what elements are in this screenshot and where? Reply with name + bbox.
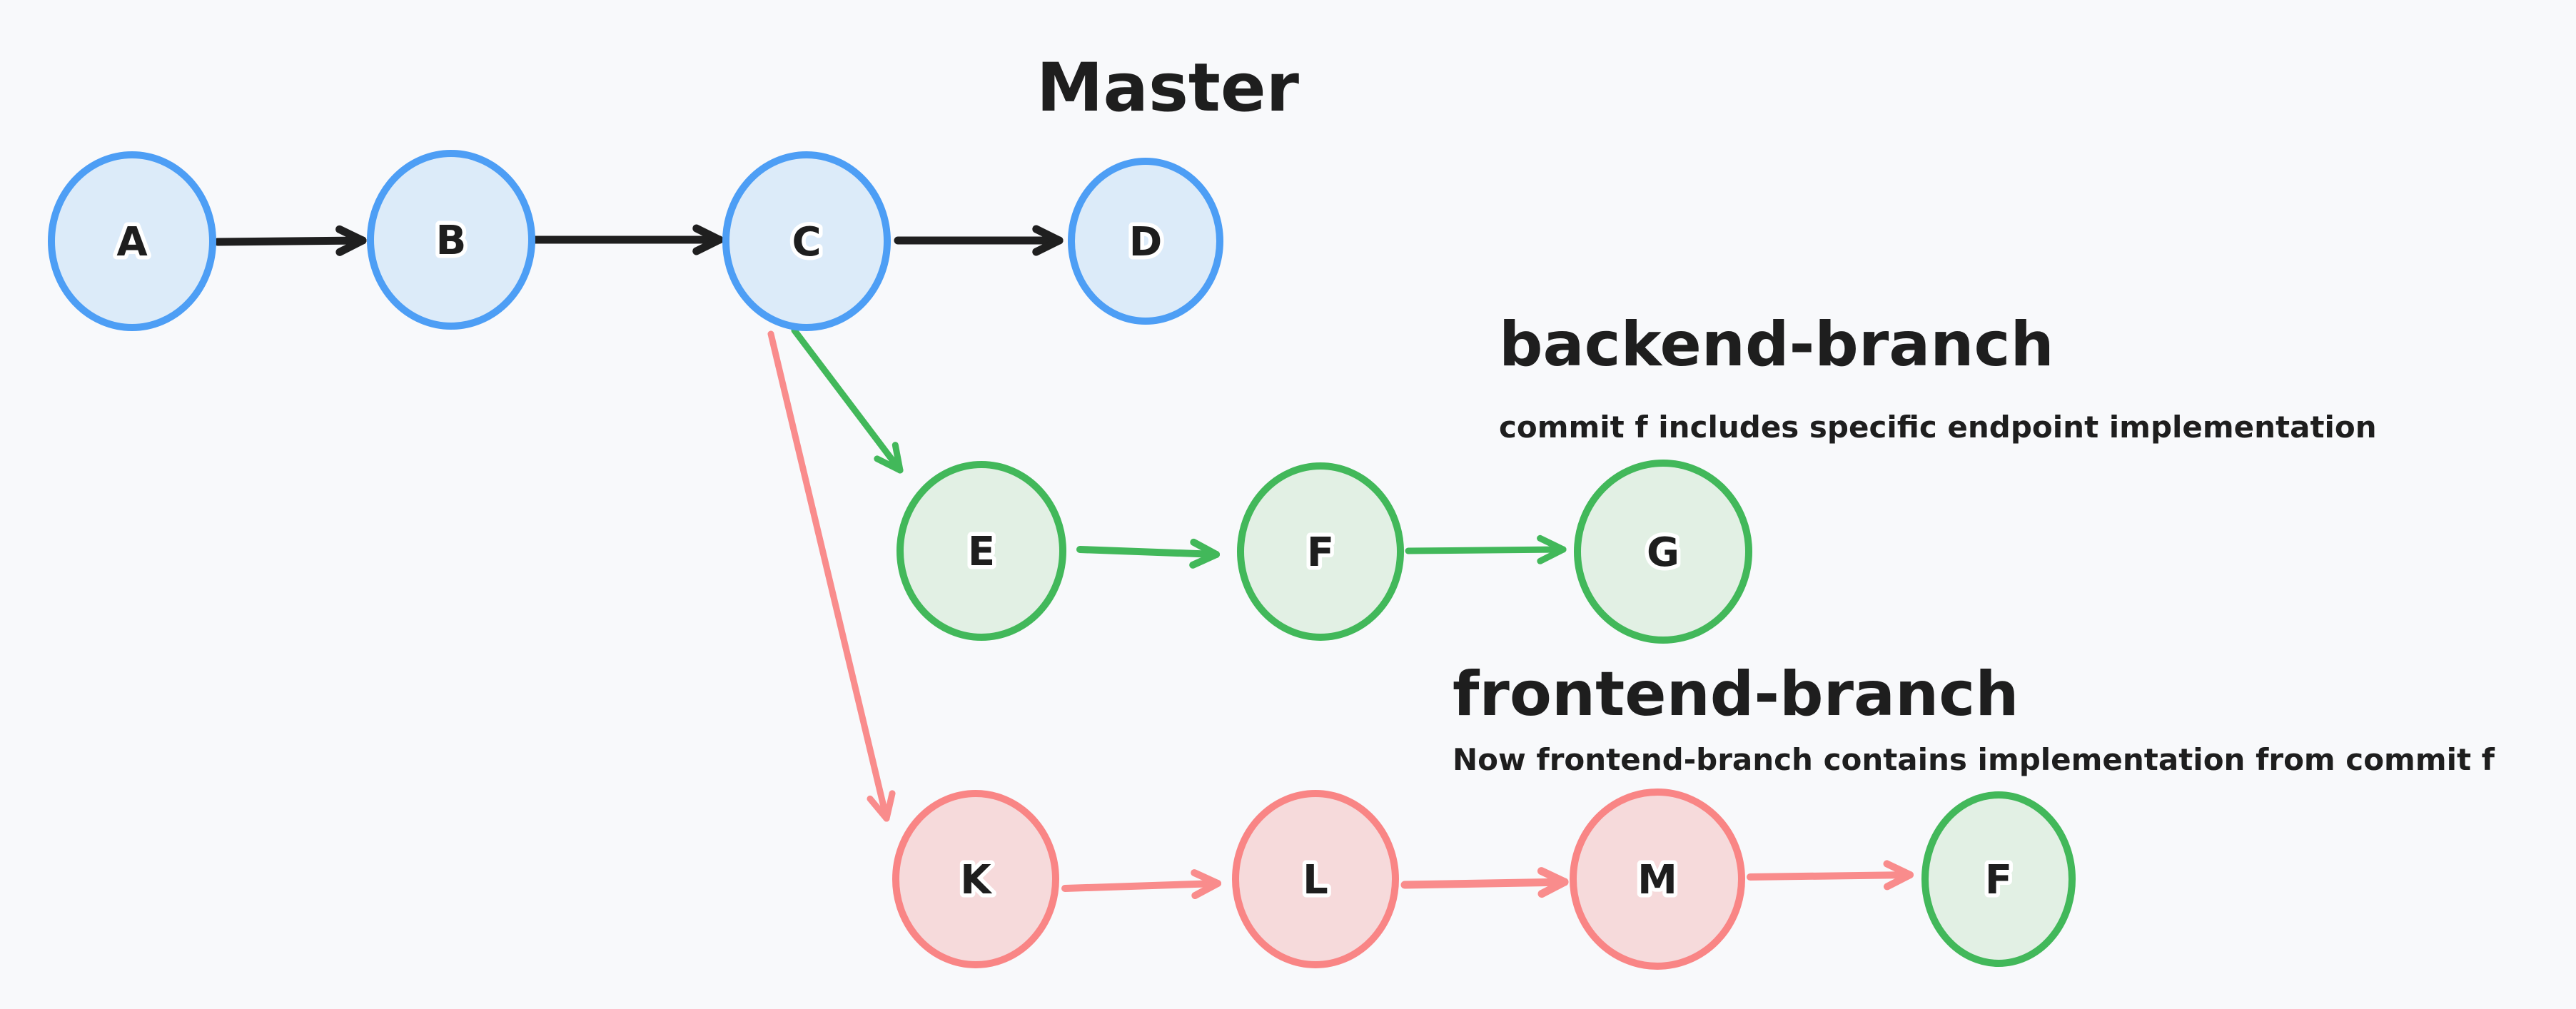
commit-node-G: G (1574, 460, 1752, 644)
commit-circle-M (1570, 789, 1745, 970)
commit-label-F2: F (1985, 857, 2012, 903)
commit-label-C: C (792, 219, 821, 265)
commit-edge-L-to-M (1400, 867, 1569, 898)
backend-branch-subtitle: commit f includes specific endpoint impl… (1499, 410, 2377, 445)
commit-node-L: L (1232, 790, 1399, 968)
commit-label-K: K (960, 857, 993, 903)
commit-edge-C-to-D (894, 225, 1064, 256)
commit-label-M: M (1637, 857, 1677, 903)
commit-circle-C (722, 151, 891, 331)
commit-circle-F (1237, 462, 1404, 641)
commit-label-L: L (1303, 857, 1328, 903)
commit-edge-A-to-B (213, 225, 367, 256)
commit-edge-B-to-C (531, 224, 724, 255)
backend-branch-title: backend-branch (1499, 309, 2054, 380)
commit-node-C: C (722, 151, 891, 331)
commit-circle-F2 (1921, 791, 2076, 967)
commit-node-M: M (1570, 789, 1745, 970)
commit-circle-G (1574, 460, 1752, 644)
commit-node-E: E (896, 461, 1066, 641)
commit-label-D: D (1129, 219, 1162, 265)
commit-circle-B (367, 150, 535, 330)
master-branch-title: Master (1036, 49, 1299, 127)
commit-node-D: D (1068, 158, 1223, 325)
commit-circle-A (48, 151, 216, 331)
commit-circle-E (896, 461, 1066, 641)
commit-label-E: E (968, 529, 995, 575)
commit-edge-C-to-K (767, 330, 896, 822)
commit-edge-M-to-F2 (1747, 860, 1914, 891)
commit-node-K: K (892, 790, 1059, 968)
commit-label-F: F (1307, 529, 1334, 576)
commit-label-B: B (436, 218, 467, 264)
frontend-branch-title: frontend-branch (1453, 659, 2019, 730)
commit-node-F2: F (1921, 791, 2076, 967)
frontend-branch-subtitle: Now frontend-branch contains implementat… (1453, 742, 2495, 777)
commit-circle-L (1232, 790, 1399, 968)
commit-label-G: G (1647, 529, 1680, 576)
commit-edge-E-to-F (1076, 538, 1220, 569)
commit-node-B: B (367, 150, 535, 330)
commit-node-A: A (48, 151, 216, 331)
commit-edge-C-to-E (791, 327, 904, 474)
commit-label-A: A (116, 219, 148, 265)
commit-edge-K-to-L (1061, 869, 1221, 900)
commit-circle-D (1068, 158, 1223, 325)
commit-edge-F-to-G (1405, 534, 1567, 564)
commit-circle-K (892, 790, 1059, 968)
commit-node-F: F (1237, 462, 1404, 641)
